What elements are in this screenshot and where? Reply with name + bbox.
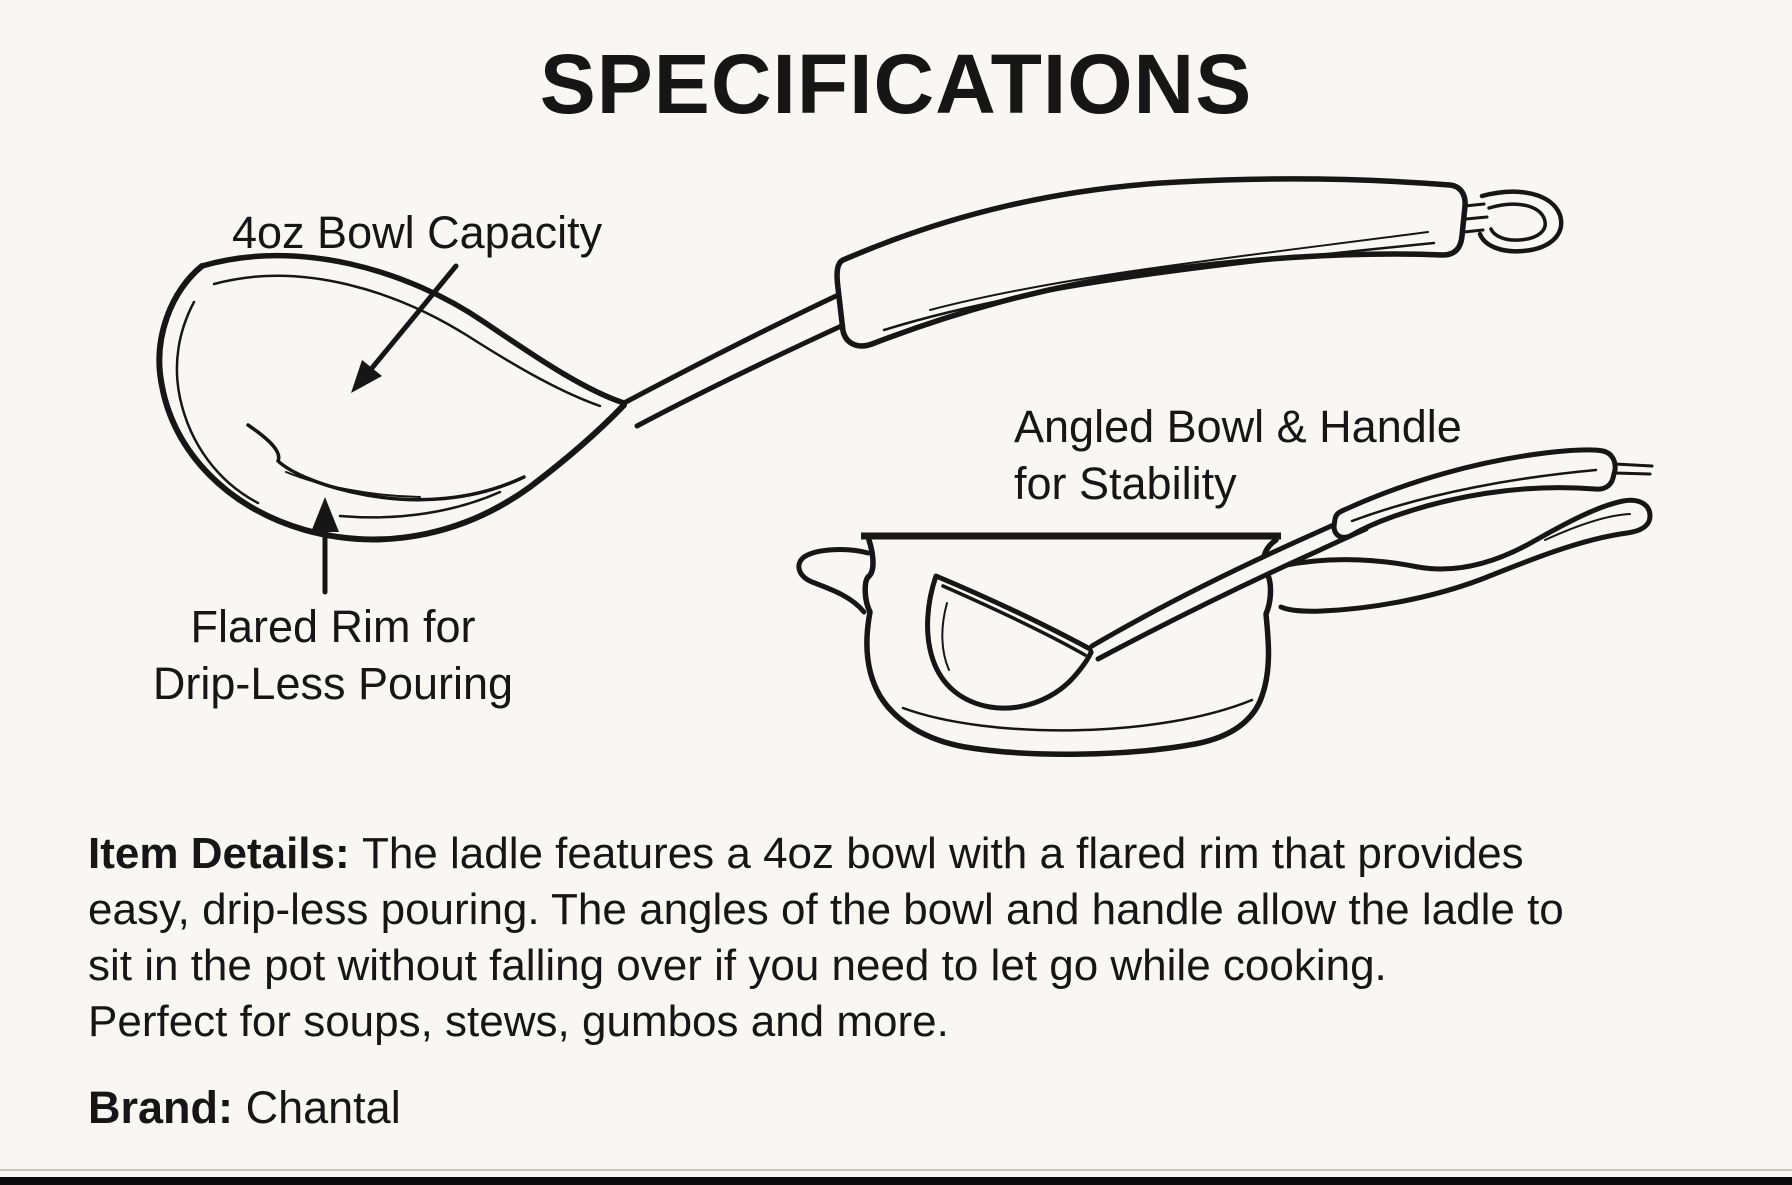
bottom-hairline bbox=[0, 1169, 1792, 1171]
item-details-line4: Perfect for soups, stews, gumbos and mor… bbox=[88, 997, 949, 1046]
bowl-capacity-text: 4oz Bowl Capacity bbox=[232, 207, 603, 258]
item-details-line3: sit in the pot without falling over if y… bbox=[88, 941, 1387, 990]
brand-label: Brand: bbox=[88, 1082, 233, 1133]
ladle-illustration bbox=[156, 176, 1564, 543]
ladle-in-pot bbox=[925, 447, 1654, 711]
brand-line: Brand:Chantal bbox=[88, 1082, 401, 1134]
pot-illustration bbox=[796, 447, 1654, 757]
page-title: SPECIFICATIONS bbox=[539, 37, 1253, 131]
hanging-loop bbox=[1477, 189, 1564, 254]
item-details-label: Item Details: bbox=[88, 829, 350, 878]
brand-value: Chantal bbox=[245, 1082, 401, 1133]
angled-line1: Angled Bowl & Handle bbox=[1014, 401, 1462, 452]
label-flared-rim: Flared Rim for Drip-Less Pouring bbox=[113, 598, 553, 712]
item-details-line1: Item Details:The ladle features a 4oz bo… bbox=[88, 829, 1524, 878]
label-bowl-capacity: 4oz Bowl Capacity bbox=[232, 204, 602, 261]
angled-line2: for Stability bbox=[1014, 458, 1237, 509]
bowl-capacity-arrow bbox=[351, 263, 459, 393]
bottom-border bbox=[0, 1177, 1792, 1185]
item-details-line2: easy, drip-less pouring. The angles of t… bbox=[88, 885, 1564, 934]
flared-rim-arrow bbox=[311, 497, 339, 595]
item-details-text: Item Details:The ladle features a 4oz bo… bbox=[88, 826, 1564, 1050]
flared-rim-line2: Drip-Less Pouring bbox=[152, 658, 514, 709]
flared-rim-line1: Flared Rim for bbox=[190, 601, 476, 652]
label-angled-bowl: Angled Bowl & Handle for Stability bbox=[1014, 398, 1462, 512]
